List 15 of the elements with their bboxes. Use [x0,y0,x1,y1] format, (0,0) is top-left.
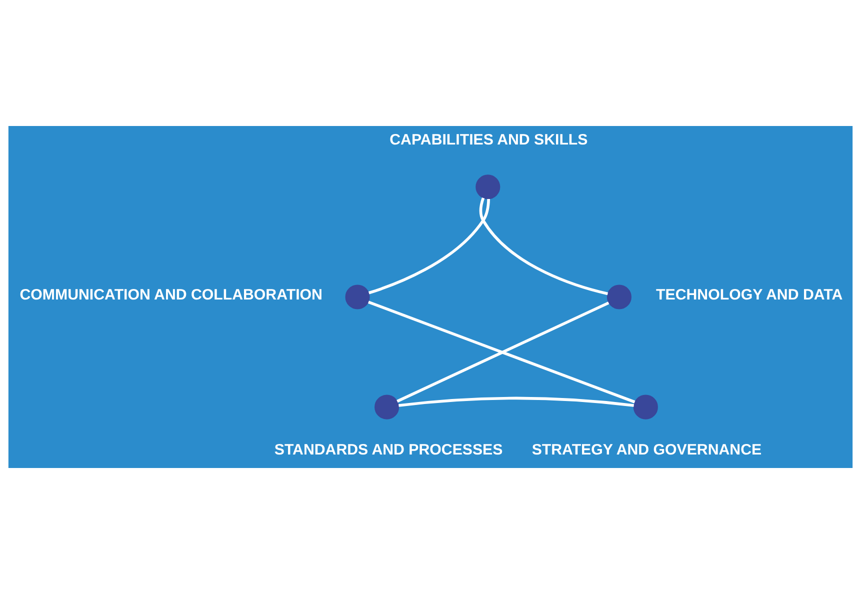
node-circle [374,394,400,419]
connector [368,198,490,294]
node-circle [633,394,658,419]
node-label: CAPABILITIES AND SKILLS [390,131,588,148]
node-circle [345,284,370,309]
node-label: STANDARDS AND PROCESSES [274,441,503,458]
connector [396,301,610,402]
connector [479,196,608,295]
node-circle [476,174,500,199]
node-label: TECHNOLOGY AND DATA [656,286,843,304]
node-label: STRATEGY AND GOVERNANCE [532,441,762,458]
node-label: COMMUNICATION AND COLLABORATION [20,286,322,304]
connector [368,300,636,403]
connector [398,396,634,406]
node-circle [606,284,632,309]
